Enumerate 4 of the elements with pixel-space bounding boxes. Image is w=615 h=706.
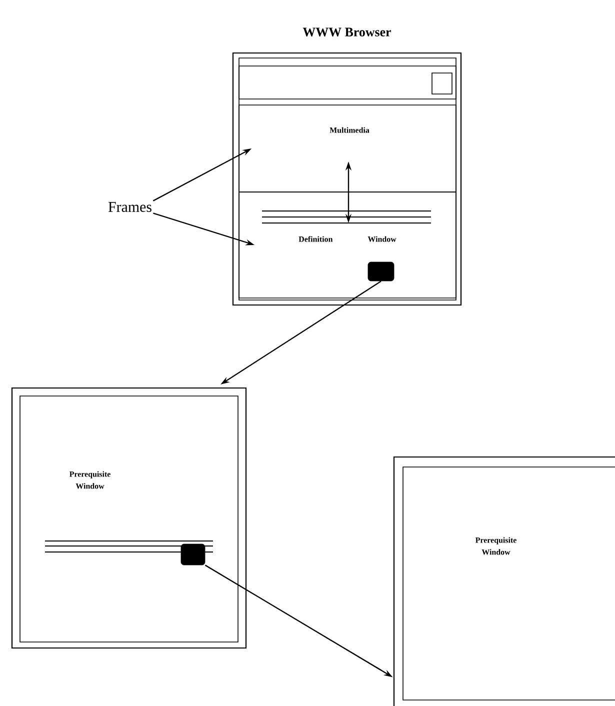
scroll-thumb: [180, 544, 206, 566]
callout-text: Frames: [108, 202, 152, 212]
scroll-thumb: [368, 262, 394, 282]
node-label: WWW Browser: [302, 28, 392, 36]
